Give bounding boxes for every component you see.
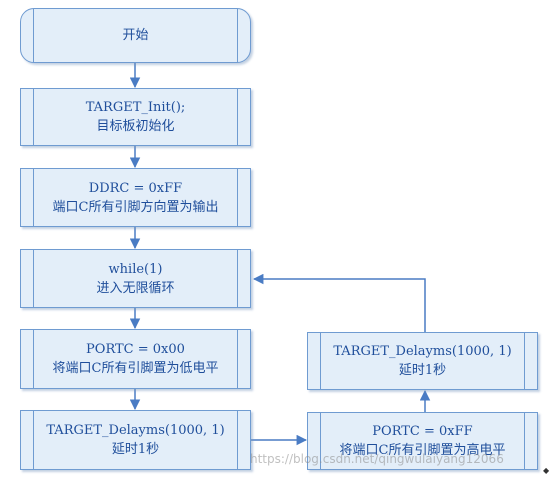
node-delay-left-line-1: TARGET_Delayms(1000, 1): [46, 423, 225, 438]
node-delay-right-line-2: 延时1秒: [398, 363, 447, 378]
node-delay-right-line-1: TARGET_Delayms(1000, 1): [333, 344, 512, 359]
node-portc-high: PORTC = 0xFF 将端口C所有引脚置为高电平: [307, 412, 538, 470]
node-ddrc: DDRC = 0xFF 端口C所有引脚方向置为输出: [20, 168, 251, 227]
node-start: 开始: [20, 8, 251, 63]
node-target-init: TARGET_Init(); 目标板初始化: [20, 88, 251, 146]
watermark: https://blog.csdn.net/qingwulaiyang12066: [250, 452, 504, 466]
node-portc-low-line-1: PORTC = 0x00: [86, 342, 185, 357]
node-delay-left-line-2: 延时1秒: [111, 442, 160, 457]
node-target-init-line-2: 目标板初始化: [96, 119, 175, 134]
node-start-line-1: 开始: [122, 28, 149, 43]
node-portc-high-line-2: 将端口C所有引脚置为高电平: [339, 443, 506, 458]
resize-grip-icon: ◆: [543, 466, 550, 475]
node-while-loop: while(1) 进入无限循环: [20, 249, 251, 308]
node-delay-right: TARGET_Delayms(1000, 1) 延时1秒: [307, 332, 538, 390]
node-while-loop-line-2: 进入无限循环: [96, 280, 175, 296]
arrow-delay-right-to-loop: [252, 273, 426, 332]
node-portc-high-line-1: PORTC = 0xFF: [372, 424, 473, 439]
node-portc-low: PORTC = 0x00 将端口C所有引脚置为低电平: [20, 329, 251, 389]
node-ddrc-line-1: DDRC = 0xFF: [88, 180, 183, 196]
node-ddrc-line-2: 端口C所有引脚方向置为输出: [52, 199, 219, 215]
node-portc-low-line-2: 将端口C所有引脚置为低电平: [52, 361, 219, 376]
node-delay-left: TARGET_Delayms(1000, 1) 延时1秒: [20, 410, 251, 470]
node-target-init-line-1: TARGET_Init();: [85, 100, 186, 115]
node-while-loop-line-1: while(1): [108, 261, 163, 277]
